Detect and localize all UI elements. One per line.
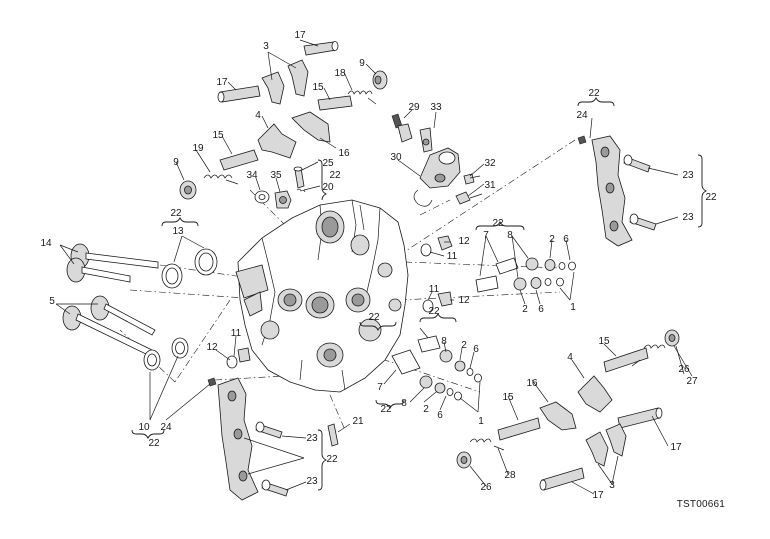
tappet-group-right bbox=[475, 257, 576, 293]
upper-rocker-group bbox=[179, 41, 388, 200]
callout-c29: 29 bbox=[408, 102, 420, 113]
callout-c17c: 17 bbox=[670, 442, 682, 453]
callout-c12b: 12 bbox=[458, 295, 470, 306]
callout-c17d: 17 bbox=[592, 490, 604, 501]
callout-c9b: 9 bbox=[173, 157, 179, 168]
kit-brackets bbox=[131, 96, 708, 491]
callout-c8b: 8 bbox=[441, 336, 447, 347]
callout-c20: 20 bbox=[322, 182, 334, 193]
callout-c7a: 7 bbox=[483, 230, 489, 241]
callout-c2d: 2 bbox=[423, 404, 429, 415]
callout-c15b: 15 bbox=[212, 130, 224, 141]
drawing-code-label: TST00661 bbox=[677, 499, 726, 510]
callout-c28: 28 bbox=[504, 470, 516, 481]
callout-c1b: 1 bbox=[478, 416, 484, 427]
callout-c4a: 4 bbox=[255, 110, 261, 121]
callout-c22b: 22 bbox=[588, 88, 600, 99]
coolant-sensor-group bbox=[391, 113, 483, 207]
callout-c9a: 9 bbox=[359, 58, 365, 69]
callout-c7b: 7 bbox=[377, 382, 383, 393]
callout-c32: 32 bbox=[484, 158, 496, 169]
callout-c21: 21 bbox=[352, 416, 364, 427]
cylinder-head-casting bbox=[235, 199, 409, 393]
callout-c30: 30 bbox=[390, 152, 402, 163]
callout-c26a: 26 bbox=[678, 364, 690, 375]
callout-c23a: 23 bbox=[682, 170, 694, 181]
callout-c16b: 16 bbox=[526, 378, 538, 389]
callout-c22f: 22 bbox=[368, 312, 380, 323]
callout-c26b: 26 bbox=[480, 482, 492, 493]
callout-c11c: 11 bbox=[231, 328, 242, 339]
callout-c22d: 22 bbox=[170, 208, 182, 219]
callout-c22j: 22 bbox=[326, 454, 338, 465]
callout-c19: 19 bbox=[192, 143, 204, 154]
callout-c13: 13 bbox=[172, 226, 184, 237]
callout-c2b: 2 bbox=[522, 304, 528, 315]
callout-c22h: 22 bbox=[380, 404, 392, 415]
callout-c15a: 15 bbox=[312, 82, 324, 93]
lower-rocker-group bbox=[456, 329, 680, 491]
lower-left-bracket bbox=[207, 377, 339, 501]
callout-c15d: 15 bbox=[502, 392, 514, 403]
callout-c17b: 17 bbox=[216, 77, 228, 88]
callout-c3a: 3 bbox=[263, 41, 269, 52]
callout-c6a: 6 bbox=[563, 234, 569, 245]
callout-c6b: 6 bbox=[538, 304, 544, 315]
callout-c15c: 15 bbox=[598, 336, 610, 347]
callout-c24b: 24 bbox=[160, 422, 172, 433]
leader-lines bbox=[55, 39, 693, 495]
callout-c34: 34 bbox=[246, 170, 258, 181]
callout-c27: 27 bbox=[686, 376, 698, 387]
callout-c14: 14 bbox=[40, 238, 52, 249]
callout-c2a: 2 bbox=[549, 234, 555, 245]
callout-c11b: 11 bbox=[429, 284, 440, 295]
callout-c1a: 1 bbox=[570, 302, 576, 313]
plugs-and-orings bbox=[226, 235, 453, 369]
callout-c24a: 24 bbox=[576, 110, 588, 121]
callout-c33: 33 bbox=[430, 102, 442, 113]
callout-c35: 35 bbox=[270, 170, 282, 181]
callout-c8a: 8 bbox=[507, 230, 513, 241]
callout-c22a: 22 bbox=[329, 170, 341, 181]
callout-c6d: 6 bbox=[437, 410, 443, 421]
callout-c23c: 23 bbox=[306, 433, 318, 444]
callout-c12a: 12 bbox=[458, 236, 470, 247]
callout-c22c: 22 bbox=[705, 192, 717, 203]
callout-c16a: 16 bbox=[338, 148, 350, 159]
callout-c31: 31 bbox=[484, 180, 496, 191]
callout-c10: 10 bbox=[138, 422, 150, 433]
callout-c2c: 2 bbox=[461, 340, 467, 351]
callout-c18: 18 bbox=[334, 68, 346, 79]
tappet-group-center bbox=[391, 335, 482, 401]
valve-group-left bbox=[62, 243, 218, 371]
oil-jet-and-washers bbox=[254, 166, 306, 209]
callout-c4b: 4 bbox=[567, 352, 573, 363]
callout-c23b: 23 bbox=[682, 212, 694, 223]
callout-c3b: 3 bbox=[609, 480, 615, 491]
upper-right-bracket bbox=[577, 135, 657, 247]
callout-c17a: 17 bbox=[294, 30, 306, 41]
callout-c22e: 22 bbox=[492, 218, 504, 229]
callout-c11a: 11 bbox=[447, 251, 458, 262]
callout-c8c: 8 bbox=[401, 398, 407, 409]
callout-c22g: 22 bbox=[428, 306, 440, 317]
callout-c25: 25 bbox=[322, 158, 334, 169]
callout-c23d: 23 bbox=[306, 476, 318, 487]
callout-c22i: 22 bbox=[148, 438, 160, 449]
callout-c6c: 6 bbox=[473, 344, 479, 355]
callout-c12c: 12 bbox=[206, 342, 218, 353]
callout-c5: 5 bbox=[49, 296, 55, 307]
